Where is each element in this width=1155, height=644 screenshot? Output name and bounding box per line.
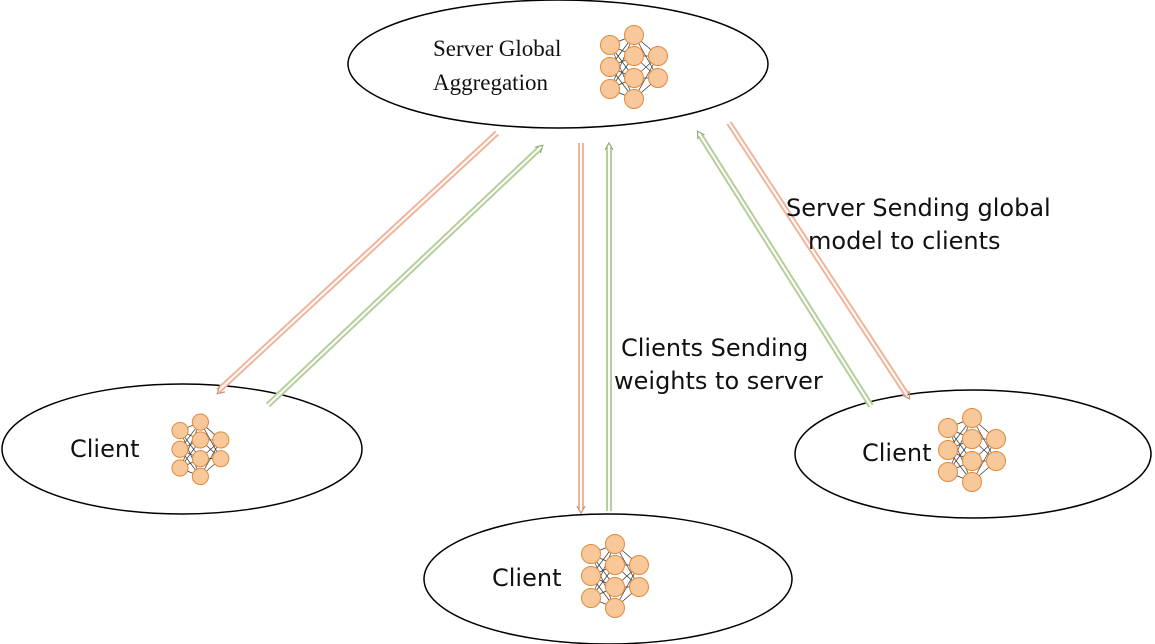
left-client-to-server-arrow [265, 146, 542, 408]
client-right-label: Client [862, 439, 932, 467]
clients-to-server-annotation-line1: Clients Sending [621, 334, 809, 362]
client-right-neural-network-icon [938, 408, 1006, 492]
nn-node [171, 422, 189, 440]
nn-node [986, 451, 1006, 471]
client-left-label: Client [70, 435, 140, 463]
client-bottom-neural-network-icon [581, 534, 649, 618]
nn-node [624, 68, 644, 88]
nn-node [171, 440, 189, 458]
nn-node [962, 451, 982, 471]
nn-node [938, 418, 958, 438]
nn-node [648, 68, 668, 88]
nn-node [581, 566, 601, 586]
nn-node [629, 577, 649, 597]
nn-node [191, 450, 209, 468]
nn-node [605, 555, 625, 575]
nn-node [171, 459, 189, 477]
nn-node [629, 555, 649, 575]
right-client-to-server-arrow [698, 132, 874, 408]
clients-to-server-annotation-line2: weights to server [614, 367, 823, 395]
nn-node [605, 577, 625, 597]
nn-node [191, 431, 209, 449]
server-neural-network-icon [600, 25, 668, 109]
nn-node [962, 472, 982, 492]
nn-node [581, 588, 601, 608]
nn-node [605, 598, 625, 618]
nn-node [600, 35, 620, 55]
server-title-line2: Aggregation [433, 70, 548, 95]
server-to-clients-annotation-line1: Server Sending global [786, 194, 1051, 222]
server-to-right-client-arrow [726, 121, 909, 398]
nn-node [648, 46, 668, 66]
nn-node [986, 429, 1006, 449]
client-bottom-label: Client [492, 564, 562, 592]
nn-node [600, 79, 620, 99]
client-left-neural-network-icon [171, 413, 230, 486]
nn-node [938, 440, 958, 460]
nn-node [212, 450, 230, 468]
nn-node [624, 25, 644, 45]
nn-node [962, 429, 982, 449]
nn-node [962, 408, 982, 428]
client-bottom-ellipse [423, 513, 793, 644]
nn-node [600, 57, 620, 77]
nn-node [191, 413, 209, 431]
nn-node [938, 462, 958, 482]
server-title-line1: Server Global [433, 36, 562, 61]
nn-node [581, 544, 601, 564]
nn-node [212, 431, 230, 449]
nn-node [605, 534, 625, 554]
nn-node [191, 467, 209, 486]
server-to-left-client-arrow [215, 130, 500, 393]
server-ellipse [347, 0, 769, 129]
nn-node [624, 46, 644, 66]
nn-node [624, 89, 644, 109]
server-to-clients-annotation-line2: model to clients [808, 227, 1001, 255]
